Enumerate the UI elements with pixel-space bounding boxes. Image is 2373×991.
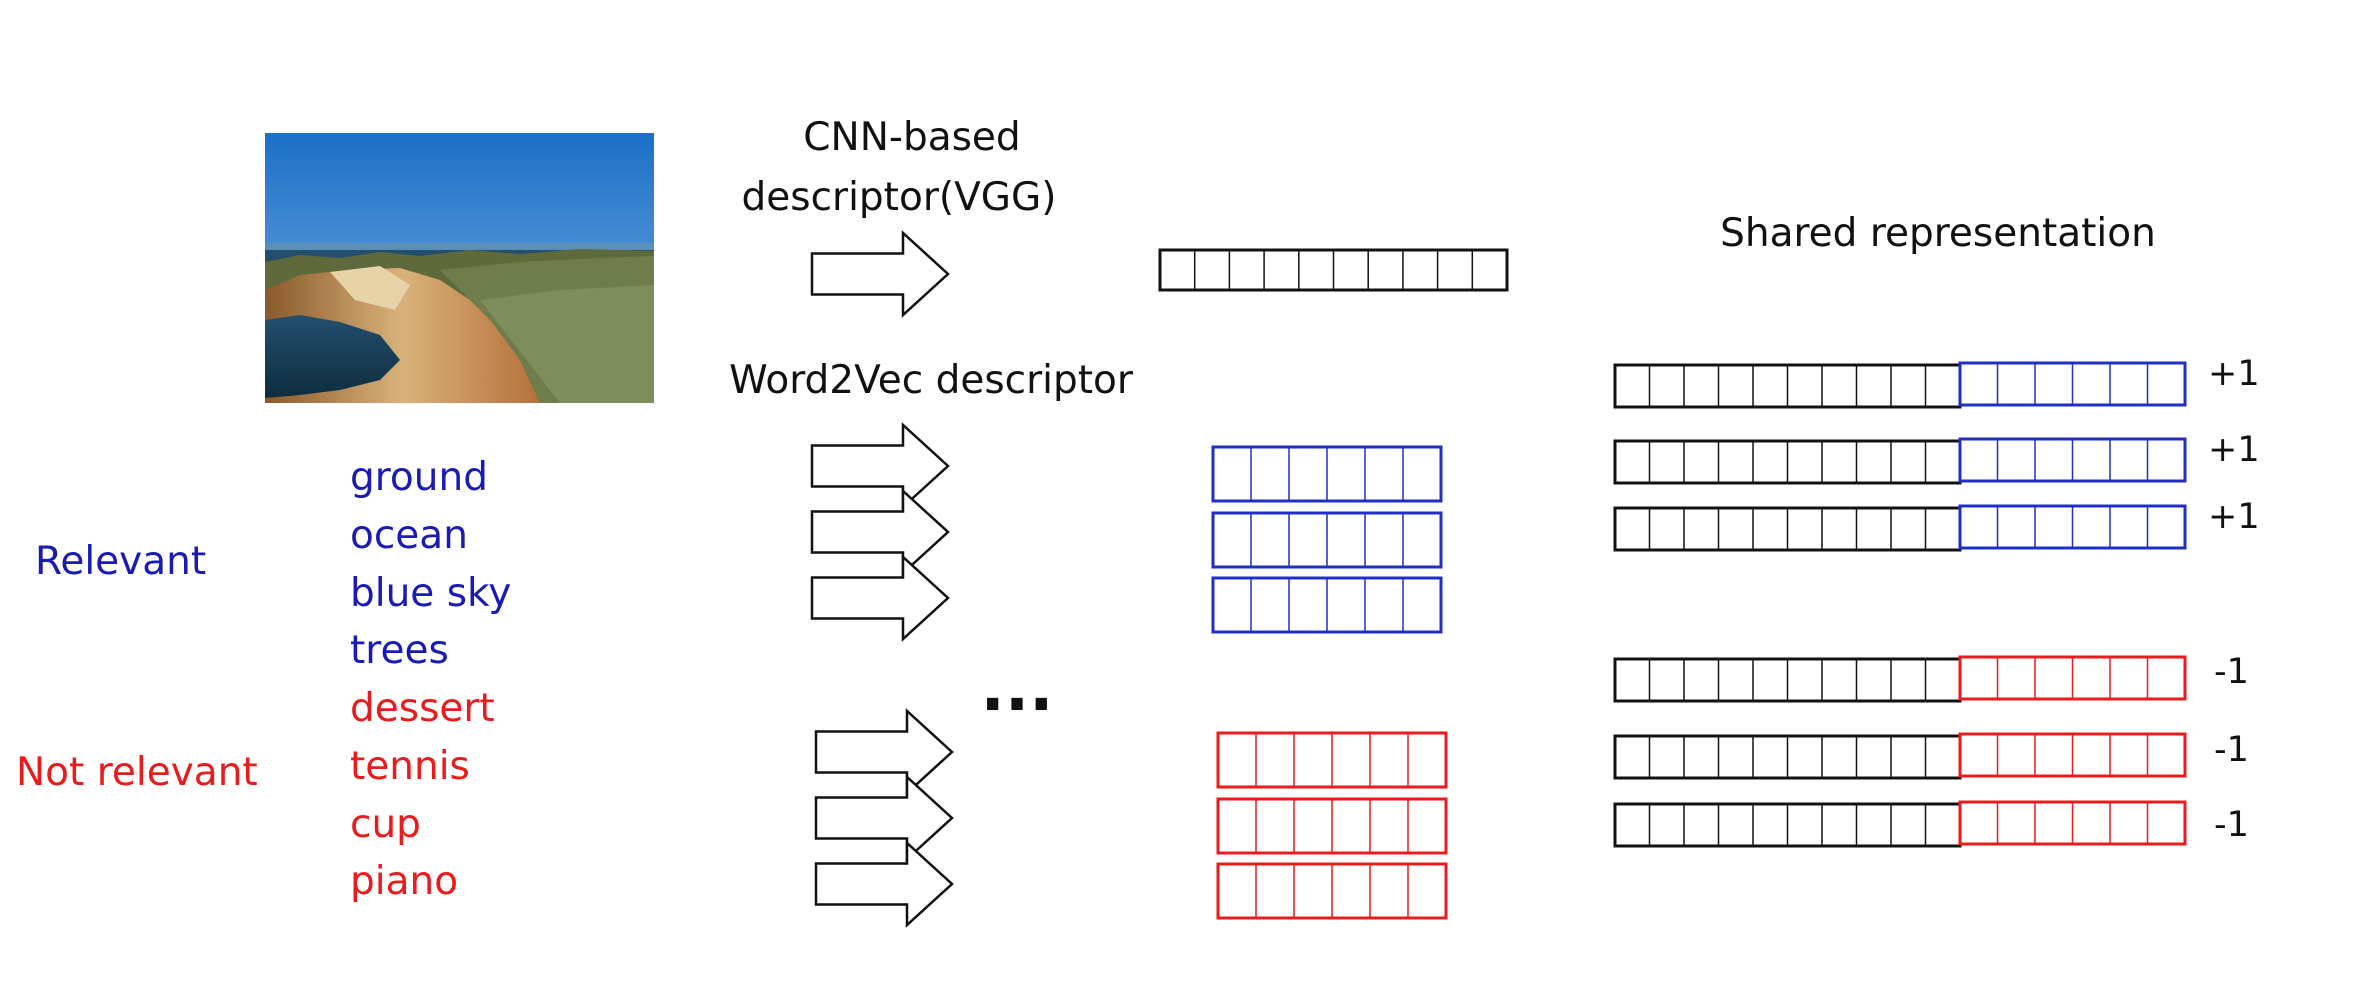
cnn-descriptor-title-line1: CNN-based bbox=[803, 115, 1020, 160]
relevant-word-list: ground ocean blue sky trees bbox=[350, 455, 511, 673]
ellipsis: ... bbox=[981, 652, 1054, 726]
shared-vector-image-part bbox=[1613, 439, 1962, 485]
cnn-descriptor-title-line2: descriptor(VGG) bbox=[742, 175, 1057, 220]
not-relevant-word-list: dessert tennis cup piano bbox=[350, 686, 495, 904]
word-blue-sky: blue sky bbox=[350, 571, 511, 616]
score-list: +1 +1 +1 -1 -1 -1 bbox=[2208, 354, 2260, 845]
score-label: -1 bbox=[2214, 730, 2249, 770]
word-cup: cup bbox=[350, 802, 421, 847]
score-label: +1 bbox=[2208, 497, 2260, 537]
word2vec-descriptor-title: Word2Vec descriptor bbox=[729, 358, 1134, 403]
shared-vector-word-part bbox=[1958, 732, 2187, 778]
score-label: +1 bbox=[2208, 430, 2260, 470]
word-dessert: dessert bbox=[350, 686, 495, 731]
arrow-icon bbox=[814, 774, 954, 862]
vector-group bbox=[1158, 248, 2187, 920]
arrow-icon bbox=[814, 708, 954, 796]
word-ground: ground bbox=[350, 455, 488, 500]
word-vector-not-relevant bbox=[1216, 797, 1448, 855]
score-label: +1 bbox=[2208, 354, 2260, 394]
shared-vector-image-part bbox=[1613, 802, 1962, 848]
word-trees: trees bbox=[350, 628, 449, 673]
shared-vector-word-part bbox=[1958, 800, 2187, 846]
word-vector-relevant bbox=[1211, 576, 1443, 634]
shared-vector-word-part bbox=[1958, 655, 2187, 701]
shared-vector-word-part bbox=[1958, 504, 2187, 550]
shared-vector-image-part bbox=[1613, 363, 1962, 409]
arrow-icon bbox=[814, 840, 954, 928]
coastal-cliff-photo bbox=[265, 133, 654, 403]
score-label: -1 bbox=[2214, 805, 2249, 845]
relevant-label: Relevant bbox=[35, 539, 206, 584]
shared-vector-image-part bbox=[1613, 657, 1962, 703]
arrow-icon bbox=[810, 488, 950, 576]
cnn-feature-vector bbox=[1158, 248, 1509, 292]
word-piano: piano bbox=[350, 859, 458, 904]
word-ocean: ocean bbox=[350, 513, 468, 558]
word-vector-relevant bbox=[1211, 445, 1443, 503]
not-relevant-label: Not relevant bbox=[16, 750, 258, 795]
arrow-icon bbox=[810, 230, 950, 318]
shared-vector-image-part bbox=[1613, 734, 1962, 780]
word-vector-not-relevant bbox=[1216, 731, 1448, 789]
word-vector-relevant bbox=[1211, 511, 1443, 569]
arrow-icon bbox=[810, 422, 950, 510]
word-tennis: tennis bbox=[350, 744, 470, 789]
shared-vector-word-part bbox=[1958, 361, 2187, 407]
shared-vector-image-part bbox=[1613, 506, 1962, 552]
word-vector-not-relevant bbox=[1216, 862, 1448, 920]
shared-representation-title: Shared representation bbox=[1720, 211, 2156, 256]
score-label: -1 bbox=[2214, 652, 2249, 692]
arrow-icon bbox=[810, 554, 950, 642]
shared-vector-word-part bbox=[1958, 437, 2187, 483]
arrow-group bbox=[810, 230, 954, 928]
